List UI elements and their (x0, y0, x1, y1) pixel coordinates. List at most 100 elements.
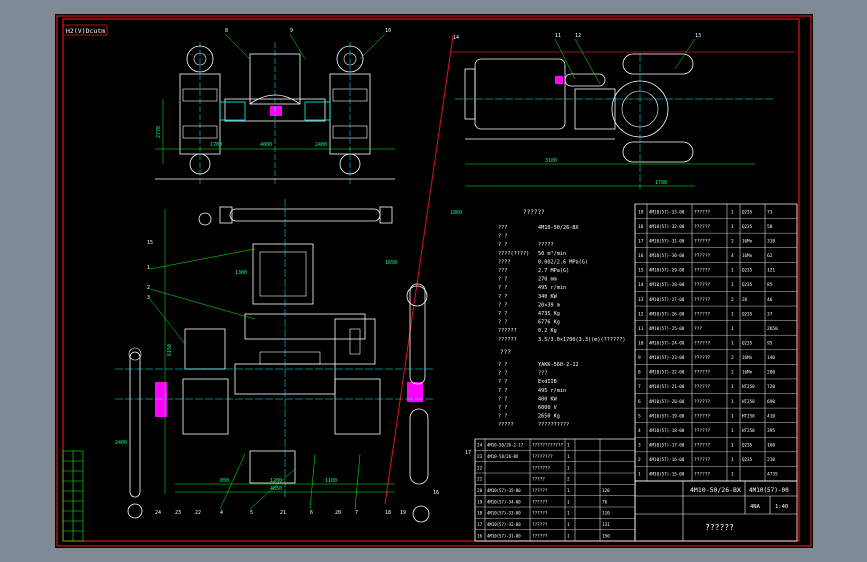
callout-number: 15 (147, 240, 153, 246)
callout-number: 7 (355, 510, 358, 516)
part-no: 8 (638, 370, 641, 376)
revision-block (62, 450, 84, 542)
specs-heading: ?????? (523, 209, 545, 216)
part-qty: 1 (731, 384, 734, 390)
part-no: 3 (638, 443, 641, 449)
part-name: ?????? (694, 370, 711, 376)
callout-number: 8 (225, 28, 228, 34)
part-weight: 690 (767, 399, 775, 405)
part-name: ?????? (694, 268, 711, 274)
part-weight: 4735 (767, 472, 778, 478)
callout-number: 13 (695, 33, 701, 39)
specs-block: ?????? ???4M10-50/26-BX? ?? ??????????(?… (498, 209, 625, 428)
bottom-no: 23 (477, 454, 483, 460)
spec-value: 6776 Kg (538, 320, 560, 326)
bottom-qty: 1 (567, 443, 570, 449)
spec-value: ????? (538, 242, 554, 248)
callout-number: 12 (575, 33, 581, 39)
side-view: 3100 1780 (455, 53, 775, 189)
part-code: 4M10(57)-31-00 (649, 238, 685, 243)
part-weight: 62 (767, 253, 773, 259)
dim-label: 2770 (156, 126, 162, 138)
motor-value: YAKK-560-2-12 (538, 362, 579, 368)
part-name: ?????? (694, 282, 711, 288)
motor-value: 6000 V (538, 405, 557, 411)
part-material: 16Mn (742, 355, 753, 360)
part-weight: 280 (767, 370, 775, 376)
callout-number: 21 (280, 510, 286, 516)
part-qty: 1 (731, 268, 734, 274)
callout-number: 17 (465, 450, 471, 456)
part-material: 16Mn (742, 253, 753, 258)
motor-key: ? ? (498, 396, 507, 402)
motor-value: 495 r/min (538, 388, 566, 394)
drawing-sheet: 4NA (750, 504, 761, 510)
bottom-name: ?????? (532, 522, 548, 528)
dim-label: 4000 (260, 142, 272, 148)
callout-number: 5 (250, 510, 253, 516)
callout-number: 2 (147, 285, 150, 291)
part-qty: 1 (731, 428, 734, 434)
dim-label: 1700 (210, 142, 222, 148)
spec-value: 0.002/2.6 MPa(G) (538, 259, 588, 265)
part-code: 4M10(57)-23-00 (649, 355, 685, 360)
part-code: 4M10(57)-19-00 (649, 413, 685, 418)
bottom-no: 22 (477, 465, 483, 471)
dim-label: 2400 (115, 440, 127, 446)
spec-key: ? ? (498, 234, 507, 240)
spec-key: ? ? (498, 294, 507, 300)
part-name: ?????? (694, 472, 711, 478)
bottom-code: 4M10(57)-34-00 (487, 499, 521, 504)
part-code: 4M10(57)-33-00 (649, 209, 685, 214)
motor-key: ? ? (498, 371, 507, 377)
part-material: HT250 (742, 413, 755, 418)
callout-number: 9 (290, 28, 293, 34)
spec-value: 495 r/min (538, 285, 566, 291)
bottom-qty: 1 (567, 522, 570, 528)
part-code: 4M10(57)-26-00 (649, 311, 685, 316)
callout-number: 16 (433, 490, 439, 496)
part-qty: 4 (731, 253, 734, 259)
part-code: 4M10(57)-15-00 (649, 472, 685, 477)
part-code: 4M10(57)-18-00 (649, 428, 685, 433)
bottom-no: 19 (477, 499, 483, 505)
part-name: ?????? (694, 457, 711, 463)
spec-key: ? ? (498, 285, 507, 291)
part-name: ?????? (694, 384, 711, 390)
bottom-name: ?????? (532, 511, 548, 517)
dim-label: 1200 (270, 478, 282, 484)
bottom-qty: 1 (567, 465, 570, 471)
callout-number: 4 (220, 510, 223, 516)
part-name: ?????? (694, 355, 711, 361)
bottom-code: 4M10(57)-33-00 (487, 511, 521, 516)
dim-label: 1860 (450, 210, 462, 216)
part-name: ?????? (694, 209, 711, 215)
part-code: 4M10(57)-25-00 (649, 326, 685, 331)
bottom-weight: 76 (602, 499, 608, 505)
callout-number: 23 (175, 510, 181, 516)
dim-label: 850 (220, 478, 229, 484)
part-material: Q235 (742, 457, 753, 462)
dim-label: 2480 (315, 142, 327, 148)
part-material: 16Mn (742, 238, 753, 243)
part-qty: 2 (731, 238, 734, 244)
dim-label: 6150 (167, 344, 173, 356)
part-qty: 1 (731, 457, 734, 463)
callout-number: 22 (195, 510, 201, 516)
part-material: Q235 (742, 268, 753, 273)
part-weight: 2650 (767, 326, 778, 332)
part-material: HT250 (742, 399, 755, 404)
spec-key: ?????? (498, 337, 517, 343)
part-material: Q235 (742, 311, 753, 316)
callout-number: 3 (147, 295, 150, 301)
motor-key: ? ? (498, 388, 507, 394)
part-qty: 2 (731, 370, 734, 376)
part-weight: 95 (767, 341, 773, 347)
bottom-name: ???????????? (532, 443, 563, 449)
callout-number: 18 (385, 510, 391, 516)
part-no: 12 (638, 311, 644, 317)
spec-value: 270 mm (538, 277, 557, 283)
bottom-no: 18 (477, 511, 483, 517)
